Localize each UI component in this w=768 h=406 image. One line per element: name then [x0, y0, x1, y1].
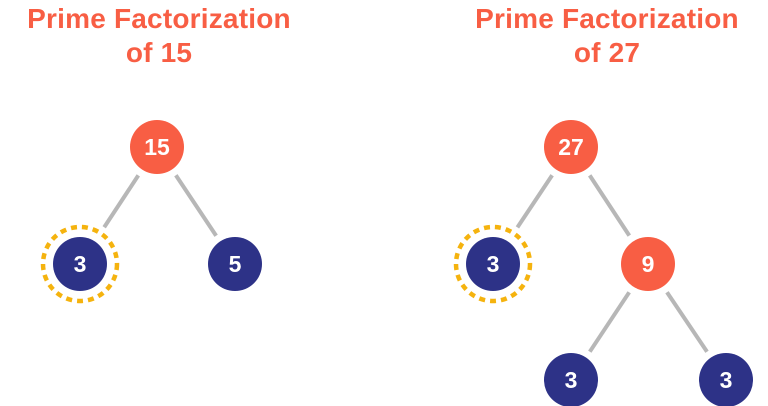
node-label: 3 — [720, 367, 733, 393]
highlight-dashed-ring — [453, 224, 533, 304]
composite-node: 27 — [544, 120, 598, 174]
tree-27-title-line2: of 27 — [573, 37, 641, 68]
node-circle — [53, 237, 107, 291]
tree-edge — [515, 174, 554, 229]
composite-node: 15 — [130, 120, 184, 174]
node-circle — [699, 353, 753, 406]
composite-node: 9 — [621, 237, 675, 291]
highlight-dashed-ring — [40, 224, 120, 304]
prime-factor-node: 5 — [208, 237, 262, 291]
node-label: 3 — [74, 251, 87, 277]
tree-edge — [588, 291, 631, 353]
tree-edge — [102, 174, 140, 229]
node-circle — [544, 120, 598, 174]
node-circle — [130, 120, 184, 174]
node-label: 27 — [558, 134, 584, 160]
node-circle — [466, 237, 520, 291]
tree-edge — [588, 174, 631, 237]
node-label: 5 — [229, 251, 242, 277]
tree-edge — [665, 291, 709, 353]
tree-27-title-line1: Prime Factorization — [475, 3, 739, 34]
node-circle — [544, 353, 598, 406]
node-label: 3 — [565, 367, 578, 393]
prime-factor-node: 3 — [699, 353, 753, 406]
tree-15-title-line1: Prime Factorization — [27, 3, 291, 34]
tree-15-title: Prime Factorization of 15 — [0, 2, 318, 70]
node-label: 3 — [487, 251, 500, 277]
prime-factor-node: 3 — [453, 224, 533, 304]
factor-tree-27: 27 3 9 3 3 — [453, 120, 753, 406]
node-circle — [208, 237, 262, 291]
tree-15-title-line2: of 15 — [125, 37, 193, 68]
node-circle — [621, 237, 675, 291]
node-label: 9 — [642, 251, 655, 277]
prime-factor-node: 3 — [40, 224, 120, 304]
node-label: 15 — [144, 134, 170, 160]
tree-27-title: Prime Factorization of 27 — [446, 2, 768, 70]
prime-factor-node: 3 — [544, 353, 598, 406]
tree-edge — [174, 174, 218, 237]
